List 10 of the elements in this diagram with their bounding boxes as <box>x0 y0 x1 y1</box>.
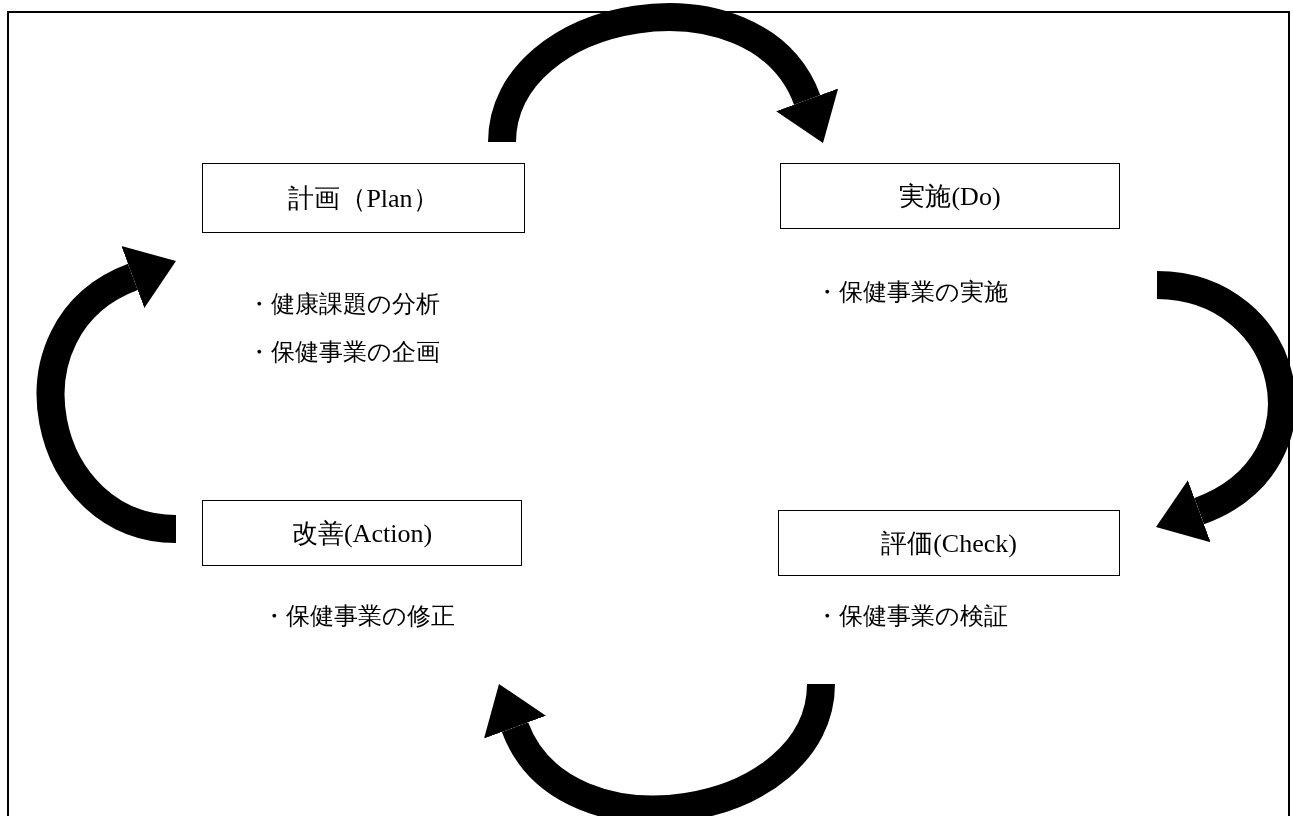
bullet-text: ・保健事業の検証 <box>815 602 1008 631</box>
process-box: 改善(Action) <box>202 500 522 566</box>
bullet-text: ・健康課題の分析 <box>247 290 440 319</box>
process-box: 評価(Check) <box>778 510 1120 576</box>
curved-arrow <box>486 681 835 816</box>
process-box: 計画（Plan） <box>202 163 525 233</box>
bullet-text: ・保健事業の修正 <box>262 602 455 631</box>
bullet-text: ・保健事業の実施 <box>815 278 1008 307</box>
bullet-text: ・保健事業の企画 <box>247 338 440 367</box>
process-box: 実施(Do) <box>780 163 1120 229</box>
